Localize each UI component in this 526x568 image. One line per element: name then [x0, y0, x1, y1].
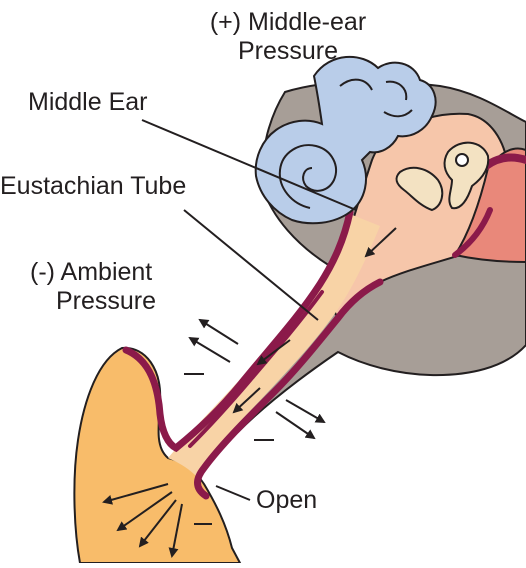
- ambient-pressure-label: (-) Ambient Pressure: [30, 258, 156, 316]
- eustachian-tube-label: Eustachian Tube: [0, 172, 186, 201]
- leader-open: [216, 486, 250, 500]
- ambient-pressure-line2: Pressure: [30, 287, 156, 316]
- middle-ear-pressure-line2: Pressure: [196, 37, 380, 66]
- middle-ear-pressure-line1: (+) Middle-ear: [196, 8, 380, 37]
- open-label: Open: [256, 486, 317, 515]
- middle-ear-pressure-label: (+) Middle-ear Pressure: [196, 8, 380, 66]
- middle-ear-label: Middle Ear: [28, 88, 148, 117]
- ambient-pressure-line1: (-) Ambient: [30, 258, 156, 287]
